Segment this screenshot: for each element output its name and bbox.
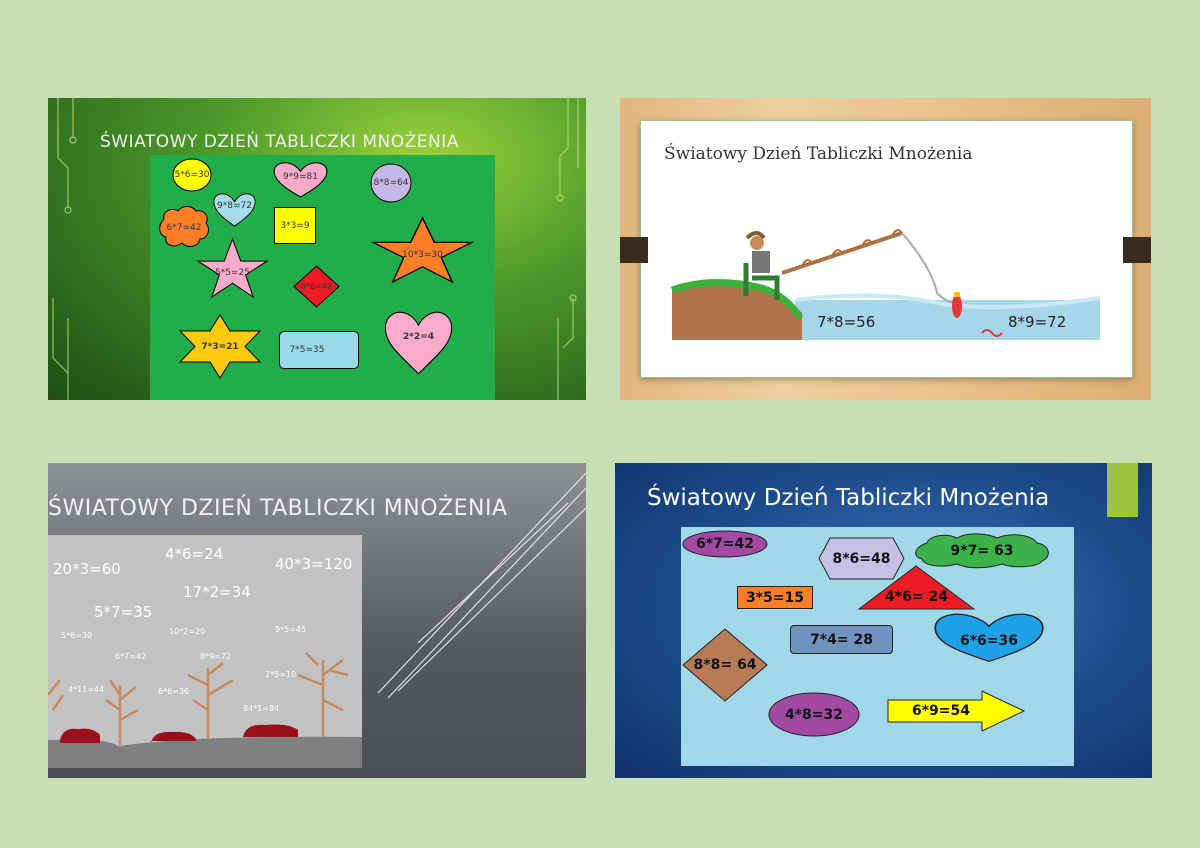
heart-shape: 9*9=81	[273, 162, 328, 198]
equation-label: 6*7=42	[166, 222, 202, 233]
equation-label: 2*5=10	[265, 670, 297, 679]
equation-label: 9*5=45	[275, 625, 307, 634]
star-shape: 10*3=30	[370, 216, 475, 284]
equation-label: 17*2=34	[183, 583, 251, 601]
slide-2: Światowy Dzień Tabliczki Mnożenia 7*8=56…	[620, 98, 1151, 400]
equation-label: 5*6=30	[174, 170, 210, 180]
equation-label: 4*8=32	[784, 706, 844, 723]
slide-title: Światowy Dzień Tabliczki Mnożenia	[647, 485, 1050, 511]
equation-label: 6*6=36	[959, 633, 1019, 649]
equation-label: 3*3=9	[280, 220, 310, 231]
ellipse-shape: 4*8=32	[768, 692, 860, 737]
equation-label: 40*3=120	[275, 555, 353, 573]
equation-label: 10*3=30	[402, 250, 443, 260]
fisherman-drawing-icon	[670, 229, 1101, 340]
shapes-panel: 5*6=30 9*9=81 8*8=64 9*8=72 6*7=42 3*3=9…	[150, 155, 495, 400]
heart-shape: 2*2=4	[384, 311, 453, 375]
equation-label: 6*6=36	[158, 687, 190, 696]
equation-label: 9*7= 63	[950, 542, 1014, 559]
equation-label: 3*5=15	[745, 589, 805, 606]
equation-label: 5*6=30	[61, 631, 93, 640]
circuit-decoration-icon	[52, 98, 579, 400]
cloud-shape: 6*7=42	[158, 205, 210, 250]
equation-label: 8*6=48	[300, 282, 333, 291]
heart-shape: 9*8=72	[213, 193, 256, 227]
equation-label: 10*2=20	[169, 627, 206, 636]
equation-label: 5*7=35	[94, 603, 153, 621]
equation-label: 4*6= 24	[885, 588, 948, 605]
equation-label: 6*9=54	[911, 703, 971, 719]
equation-label: 4*11=44	[68, 685, 105, 694]
equation-label: 5*5=25	[215, 268, 250, 278]
circle-shape: 8*8=64	[370, 163, 412, 203]
slide-4: Światowy Dzień Tabliczki Mnożenia 6*7=42…	[615, 463, 1152, 778]
slide-1: ŚWIATOWY DZIEŃ TABLICZKI MNOŻENIA 5*6=30…	[48, 98, 586, 400]
equation-label: 9*8=72	[217, 201, 252, 211]
equation-label: 9*9=81	[283, 172, 318, 182]
shapes-panel: 6*7=42 8*6=48 9*7= 63 3*5=15 4*6= 24 7*4…	[681, 527, 1074, 766]
trees-illustration: 20*3=60 4*6=24 40*3=120 17*2=34 5*7=35 5…	[48, 535, 362, 768]
rectangle-shape: 3*5=15	[737, 586, 813, 609]
equation-label: 8*9=72	[1008, 313, 1067, 331]
slide-title: Światowy Dzień Tabliczki Mnożenia	[664, 144, 973, 164]
slide-title: ŚWIATOWY DZIEŃ TABLICZKI MNOŻENIA	[48, 496, 508, 521]
slide-3: ŚWIATOWY DZIEŃ TABLICZKI MNOŻENIA 20*3=6…	[48, 463, 586, 778]
equation-label: 8*9=72	[200, 652, 232, 661]
heart-shape: 6*6=36	[933, 613, 1045, 663]
equation-label: 84*1=84	[243, 704, 280, 713]
ellipse-shape: 6*7=42	[682, 530, 768, 558]
rounded-rect-shape: 7*5=35	[279, 331, 359, 369]
equation-label: 7*3=21	[201, 341, 239, 352]
equation-label: 8*8= 64	[693, 657, 757, 673]
slide-title: ŚWIATOWY DZIEŃ TABLICZKI MNOŻENIA	[100, 132, 459, 152]
diagonal-lines-decoration-icon	[377, 472, 586, 699]
diamond-shape: 8*8= 64	[682, 628, 768, 702]
triangle-shape: 4*6= 24	[857, 565, 976, 610]
equation-label: 20*3=60	[53, 560, 121, 578]
ellipse-shape: 5*6=30	[172, 158, 212, 192]
equation-label: 7*8=56	[817, 313, 876, 331]
equation-label: 2*2=4	[402, 332, 435, 342]
equation-label: 7*5=35	[289, 345, 325, 355]
diamond-shape: 8*6=48	[293, 265, 340, 308]
rounded-rect-shape: 7*4= 28	[790, 625, 893, 654]
arrow-shape: 6*9=54	[887, 690, 1026, 732]
equation-label: 6*7=42	[115, 652, 147, 661]
square-shape: 3*3=9	[274, 207, 316, 244]
binder-clip-left	[620, 237, 648, 263]
equation-label: 7*4= 28	[810, 631, 873, 648]
fishing-illustration: 7*8=56 8*9=72	[670, 178, 1101, 358]
equation-label: 8*8=64	[373, 178, 409, 188]
trees-landscape-icon	[48, 652, 362, 768]
star-shape: 5*5=25	[196, 237, 269, 299]
binder-clip-right	[1123, 237, 1151, 263]
accent-bar	[1107, 463, 1138, 517]
hexagram-shape: 7*3=21	[178, 314, 262, 379]
equation-label: 8*6=48	[832, 550, 891, 567]
equation-label: 6*7=42	[695, 536, 755, 552]
equation-label: 4*6=24	[165, 545, 224, 563]
cloud-shape: 9*7= 63	[912, 533, 1052, 569]
hexagon-shape: 8*6=48	[818, 537, 905, 580]
